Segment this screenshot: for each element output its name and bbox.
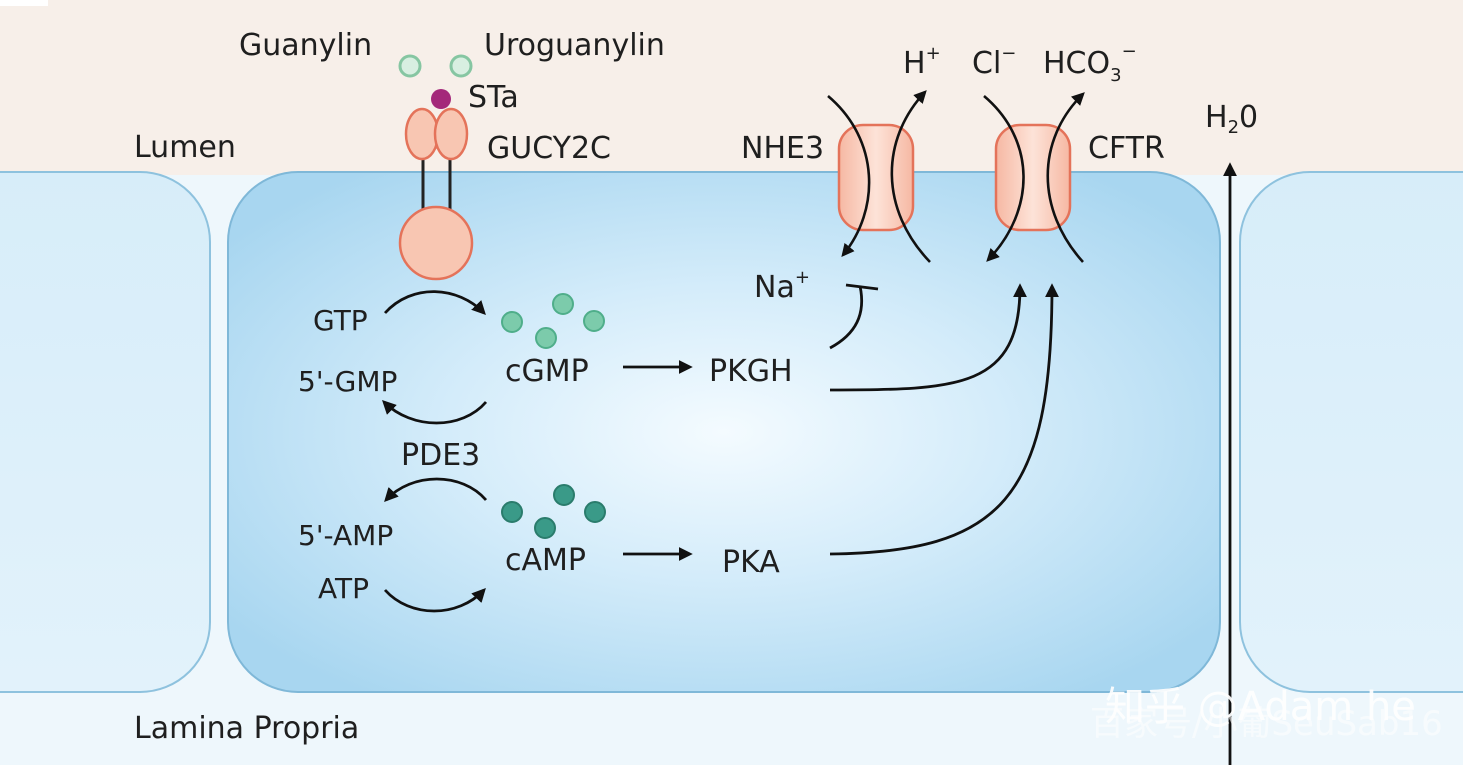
hco3-label: HCO3− <box>1043 41 1137 86</box>
left-neighbor-cell <box>0 171 211 693</box>
h-plus-base: H <box>903 46 926 81</box>
hco3-base: HCO <box>1043 46 1110 81</box>
gucy2c-label: GUCY2C <box>487 131 611 166</box>
guanylin-label: Guanylin <box>239 28 372 63</box>
h2o-end: 0 <box>1239 100 1258 135</box>
uroguanylin-molecule <box>449 54 473 78</box>
pde3-label: PDE3 <box>401 438 480 473</box>
camp-to-5amp-arrow <box>384 477 488 503</box>
cgmp-label: cGMP <box>505 354 589 389</box>
pka-label: PKA <box>722 545 780 580</box>
nhe3-label: NHE3 <box>741 131 824 166</box>
gtp-to-cgmp-arrow <box>383 290 486 316</box>
camp-molecules <box>501 484 606 539</box>
watermark-main: 知乎 @Adam he <box>1105 684 1416 730</box>
cgmp-molecules <box>501 293 605 349</box>
na-plus-label: Na+ <box>754 267 810 305</box>
gtp-label: GTP <box>313 304 368 337</box>
h-plus-superscript: + <box>926 43 941 64</box>
h-plus-label: H+ <box>903 43 941 81</box>
hco3-subscript: 3 <box>1110 65 1121 86</box>
pka-to-cftr-arrow <box>829 283 1059 556</box>
cftr-channel <box>983 92 1085 263</box>
na-plus-superscript: + <box>795 267 810 288</box>
pkgh-inhibits-nhe3 <box>829 285 864 350</box>
enterocyte-cell <box>227 171 1221 693</box>
gucy2c-receptor <box>398 107 474 281</box>
5-amp-label: 5'-AMP <box>298 519 393 552</box>
cl-label: Cl− <box>972 43 1016 81</box>
cgmp-to-5gmp-arrow <box>382 400 488 425</box>
hco3-superscript: − <box>1122 41 1137 62</box>
lamina-propria-label: Lamina Propria <box>134 711 359 746</box>
na-plus-base: Na <box>754 270 795 305</box>
pkgh-to-cftr-arrow <box>829 283 1027 392</box>
inhibition-bar <box>845 283 879 291</box>
pkgh-label: PKGH <box>709 354 793 389</box>
5-gmp-label: 5'-GMP <box>298 365 397 398</box>
camp-label: cAMP <box>505 543 586 578</box>
sta-molecule <box>431 89 451 109</box>
cftr-label: CFTR <box>1088 131 1165 166</box>
sta-label: STa <box>468 80 519 115</box>
cl-base: Cl <box>972 46 1001 81</box>
atp-label: ATP <box>318 572 369 605</box>
guanylin-molecule <box>398 54 422 78</box>
cl-superscript: − <box>1001 43 1016 64</box>
watermark-faded: 百家号/小葡SeuSab16 <box>1090 704 1443 744</box>
corner-mark <box>0 0 48 6</box>
h2o-subscript: 2 <box>1228 117 1239 138</box>
h2o-base: H <box>1205 100 1228 135</box>
right-neighbor-cell <box>1239 171 1463 693</box>
atp-to-camp-arrow <box>383 587 486 613</box>
lumen-label: Lumen <box>134 130 236 165</box>
nhe3-channel <box>827 90 931 263</box>
h2o-label: H20 <box>1205 100 1258 138</box>
lumen-background <box>0 0 1463 175</box>
uroguanylin-label: Uroguanylin <box>484 28 665 63</box>
